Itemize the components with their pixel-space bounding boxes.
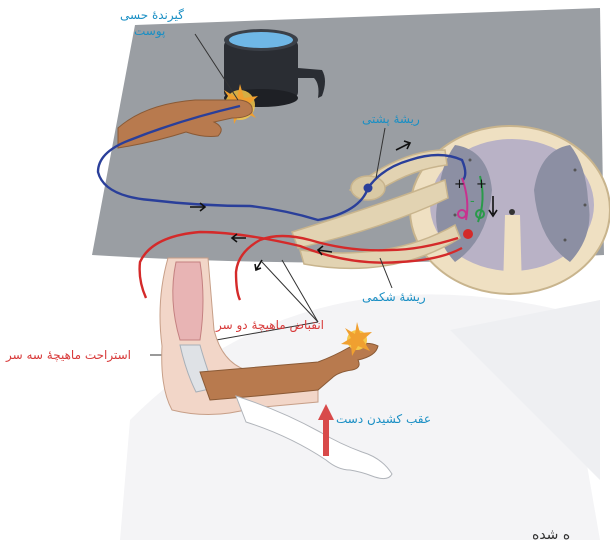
biceps-contraction-label: انقباض ماهیچۀ دو سر xyxy=(216,318,324,332)
dorsal-root-label: ریشۀ پشتی xyxy=(362,112,420,126)
cut-off-caption: ه شده xyxy=(532,528,570,542)
ventral-root-label: ریشۀ شکمی xyxy=(362,290,426,304)
svg-text:+: + xyxy=(454,177,465,192)
sensory-neuron-body xyxy=(364,184,373,193)
triceps-relaxation-label: استراحت ماهیچۀ سه سر xyxy=(6,348,131,362)
svg-text:-: - xyxy=(470,194,475,209)
skin-receptor-label-line2: پوست xyxy=(134,24,165,38)
skin-receptor-label-line1: گیرندۀ حسی xyxy=(120,8,184,22)
svg-text:+: + xyxy=(476,177,487,192)
hand-withdrawal-label: عقب کشیدن دست xyxy=(336,412,431,426)
